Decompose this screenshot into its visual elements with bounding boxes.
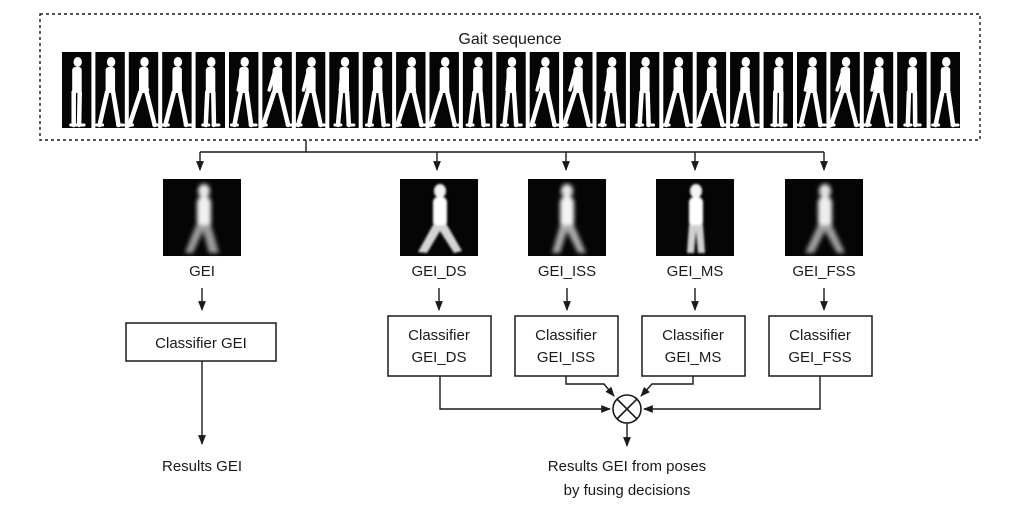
silhouette-frame <box>229 52 259 128</box>
silhouette-frame <box>692 52 730 128</box>
silhouette-frame <box>559 52 596 128</box>
label-gei-ms: GEI_MS <box>667 263 724 280</box>
distribution-bus <box>196 140 828 171</box>
silhouette-frame <box>897 52 927 128</box>
silhouette-frame <box>392 52 428 128</box>
svg-text:Classifier: Classifier <box>408 327 470 344</box>
silhouette-frame <box>426 52 462 128</box>
silhouette-frame <box>462 52 493 128</box>
fusion-wiring <box>439 376 821 413</box>
silhouette-frame <box>596 52 626 128</box>
silhouette-frame <box>796 52 827 128</box>
gei-image <box>163 179 241 256</box>
silhouette-frame <box>730 52 760 128</box>
gei-fss-image <box>785 179 863 256</box>
svg-text:Classifier: Classifier <box>662 327 724 344</box>
svg-text:Classifier: Classifier <box>789 327 851 344</box>
classifier-gei-ds-box: Classifier GEI_DS <box>387 315 492 377</box>
silhouette-frame <box>160 52 193 128</box>
silhouette-frame <box>496 52 526 128</box>
classifier-gei-box: Classifier GEI <box>125 322 277 362</box>
silhouette-frames <box>62 52 960 128</box>
label-gei: GEI <box>189 263 215 280</box>
classifier-gei-iss-box: Classifier GEI_ISS <box>514 315 619 377</box>
silhouette-frame <box>95 52 126 128</box>
gei-ds-image <box>400 179 478 256</box>
label-gei-iss: GEI_ISS <box>538 263 596 280</box>
results-gei: Results GEI <box>162 458 242 475</box>
silhouette-frame <box>362 52 393 128</box>
silhouette-frame <box>62 52 92 128</box>
gei-iss-image <box>528 179 606 256</box>
silhouette-frame <box>629 52 660 128</box>
silhouette-frame <box>293 52 328 128</box>
label-gei-ds: GEI_DS <box>411 263 466 280</box>
silhouette-frame <box>125 52 162 128</box>
svg-text:GEI_MS: GEI_MS <box>665 349 722 366</box>
silhouette-frame <box>661 52 694 128</box>
results-fused-line2: by fusing decisions <box>564 482 691 499</box>
classifier-gei-ms-box: Classifier GEI_MS <box>641 315 746 377</box>
svg-text:Classifier: Classifier <box>535 327 597 344</box>
silhouette-frame <box>763 52 793 128</box>
label-gei-fss: GEI_FSS <box>792 263 855 280</box>
svg-text:GEI_FSS: GEI_FSS <box>788 349 851 366</box>
fusion-operator-icon <box>612 394 642 424</box>
gei-ms-image <box>656 179 734 256</box>
silhouette-frame <box>862 52 895 128</box>
silhouette-frame <box>930 52 960 128</box>
svg-text:Classifier GEI: Classifier GEI <box>155 335 247 352</box>
svg-text:GEI_DS: GEI_DS <box>411 349 466 366</box>
svg-text:GEI_ISS: GEI_ISS <box>537 349 595 366</box>
gait-sequence-panel: Gait sequence <box>39 13 981 141</box>
silhouette-frame <box>258 52 295 128</box>
silhouette-frame <box>826 52 863 128</box>
classifier-gei-fss-box: Classifier GEI_FSS <box>768 315 873 377</box>
feature-to-classifier-arrows <box>198 288 828 311</box>
silhouette-frame <box>329 52 359 128</box>
gait-sequence-title: Gait sequence <box>458 31 561 48</box>
silhouette-frame <box>527 52 562 128</box>
silhouette-frame <box>195 52 225 128</box>
results-fused-line1: Results GEI from poses <box>548 458 706 475</box>
